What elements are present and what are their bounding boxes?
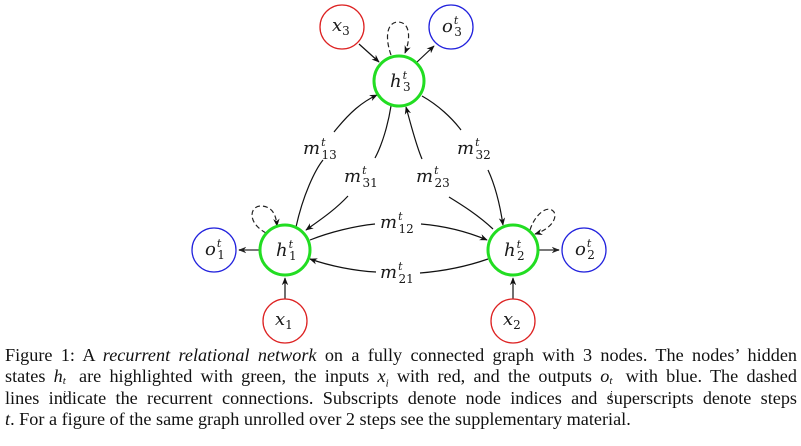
node-h3: [372, 54, 426, 108]
edge-m13-upper: [333, 94, 378, 133]
caption-text: with red, and the outputs: [388, 366, 601, 387]
label-x2: x2: [503, 309, 521, 332]
node-h2: [486, 223, 540, 277]
recurrent-loops: [251, 21, 556, 235]
caption-text: . For a figure of the same graph unrolle…: [10, 408, 631, 429]
node-x3: [319, 4, 365, 50]
caption-text: are highlighted with green, the inputs: [70, 366, 378, 387]
edge-m12-right: [420, 223, 488, 241]
edges: [295, 94, 506, 274]
io-edges: [238, 43, 560, 299]
edge-m31-upper: [374, 105, 392, 159]
node-x1: [262, 298, 308, 344]
caption-line-1: Figure 1: A recurrent relational network…: [5, 345, 797, 366]
math-x-i: xi: [377, 366, 389, 390]
self-loop-h3: [386, 21, 411, 56]
edge-m21-left: [309, 258, 377, 273]
caption-line-3: lines indicate the recurrent connections…: [5, 387, 797, 408]
math-t: t: [5, 408, 11, 429]
edge-h3-o3: [416, 45, 435, 63]
caption-prefix: Figure 1: A: [5, 345, 103, 365]
caption-line-4: t. For a figure of the same graph unroll…: [5, 409, 797, 430]
node-x2: [490, 298, 536, 344]
edge-x3-h3: [358, 43, 380, 63]
edge-m31: [305, 195, 349, 231]
self-loop-h1: [251, 205, 280, 234]
caption-text: states: [5, 366, 54, 387]
node-o1: [191, 227, 237, 273]
node-h1: [258, 223, 312, 277]
figure-caption: Figure 1: A recurrent relational network…: [5, 345, 797, 430]
node-o3: [428, 4, 474, 50]
label-x3: x3: [332, 15, 350, 38]
label-x1: x1: [275, 309, 293, 332]
caption-text: with blue. The dashed: [617, 366, 797, 387]
edge-m12: [309, 223, 376, 241]
self-loop-h2: [529, 208, 556, 235]
caption-text: on a fully connected graph with 3 nodes.…: [316, 345, 797, 365]
edge-m21: [419, 258, 489, 274]
edge-m32-upper: [421, 95, 462, 131]
node-o2: [561, 227, 607, 273]
nodes: [191, 4, 607, 344]
edge-m13: [295, 159, 324, 228]
edge-m23-upper: [404, 106, 423, 160]
caption-emphasis: recurrent relational network: [102, 345, 317, 365]
edge-m23: [448, 196, 494, 230]
edge-m32: [487, 169, 506, 226]
